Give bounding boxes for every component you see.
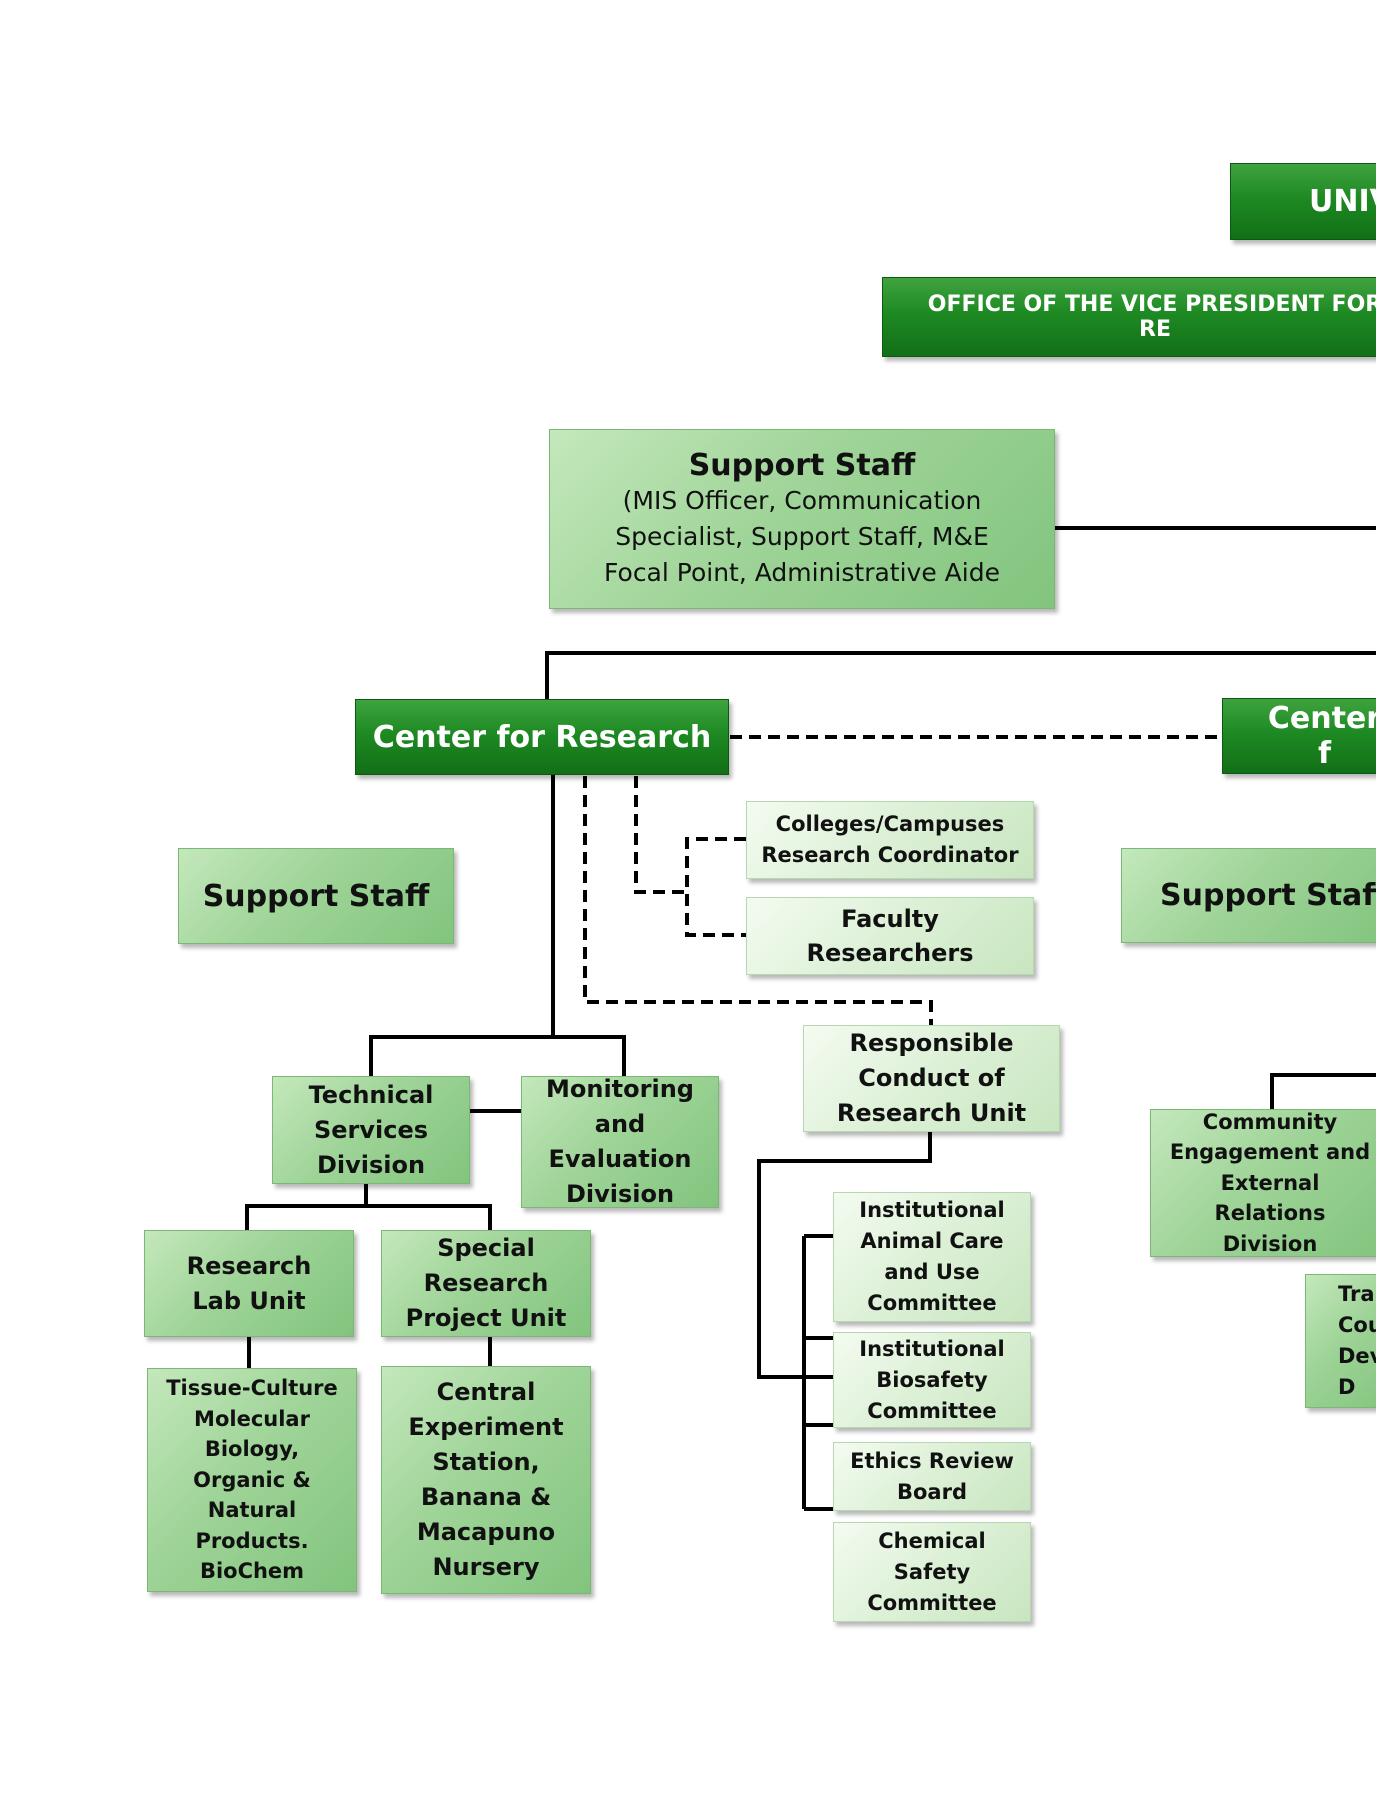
monitoring-evaluation-label: Monitoring and Evaluation Division [546,1076,694,1208]
central-experiment-label: Central Experiment Station, Banana & Mac… [408,1378,564,1581]
ethics-review-label: Ethics Review Board [850,1448,1014,1504]
support-staff-left-label: Support Staff [202,878,430,914]
support-staff-left-box: Support Staff [178,848,454,944]
colleges-coordinator-box: Colleges/Campuses Research Coordinator [746,801,1034,879]
faculty-researchers-box: Faculty Researchers [746,897,1034,975]
university-box: UNIV [1230,163,1376,240]
tissue-culture-label: Tissue-Culture Molecular Biology, Organi… [166,1376,338,1584]
top-support-staff-title: Support Staff [688,447,916,483]
technical-services-box: Technical Services Division [272,1076,470,1184]
monitoring-evaluation-box: Monitoring and Evaluation Division [521,1076,719,1208]
center-for-research-box: Center for Research [355,699,729,775]
university-label: UNIV [1309,184,1376,219]
center-right-label: Center f [1267,701,1376,771]
special-research-label: Special Research Project Unit [405,1234,567,1332]
connector-community [1270,1073,1376,1110]
colleges-coordinator-label: Colleges/Campuses Research Coordinator [761,812,1019,867]
center-right-box: Center f [1222,698,1376,774]
community-engagement-label: Community Engagement and External Relati… [1169,1109,1371,1256]
dashed-coordinators [634,776,690,894]
research-lab-unit-label: Research Lab Unit [186,1251,312,1315]
rcr-unit-box: Responsible Conduct of Research Unit [803,1025,1060,1132]
central-experiment-box: Central Experiment Station, Banana & Mac… [381,1366,591,1594]
support-staff-right-box: Support Staff [1121,848,1376,943]
community-engagement-box: Community Engagement and External Relati… [1150,1109,1376,1257]
top-support-staff-box: Support Staff (MIS Officer, Communicatio… [549,429,1055,609]
ethics-review-box: Ethics Review Board [833,1442,1031,1511]
ovp-label: OFFICE OF THE VICE PRESIDENT FOR RE [927,292,1376,342]
center-for-research-label: Center for Research [372,719,712,755]
animal-care-box: Institutional Animal Care and Use Commit… [833,1192,1031,1322]
technical-services-label: Technical Services Division [308,1080,434,1179]
chemical-safety-box: Chemical Safety Committee [833,1522,1031,1622]
ovp-box: OFFICE OF THE VICE PRESIDENT FOR RE [882,277,1376,357]
animal-care-label: Institutional Animal Care and Use Commit… [859,1198,1005,1315]
connector-divisions-bar [369,1035,626,1077]
dashed-rcr [583,776,933,1028]
chemical-safety-label: Chemical Safety Committee [867,1528,997,1615]
biosafety-box: Institutional Biosafety Committee [833,1332,1031,1428]
training-division-box: Trai Cou Deve D [1305,1274,1376,1408]
special-research-box: Special Research Project Unit [381,1230,591,1337]
rcr-unit-label: Responsible Conduct of Research Unit [836,1029,1027,1127]
connector-units-bar [245,1204,492,1232]
training-division-label: Trai Cou Deve D [1338,1282,1376,1399]
connector-rcr-committees [757,1131,932,1379]
support-staff-right-label: Support Staff [1160,878,1376,913]
dashed-coord-branch [685,837,746,937]
top-support-staff-details: (MIS Officer, Communication Specialist, … [604,485,1000,587]
biosafety-label: Institutional Biosafety Committee [859,1336,1005,1423]
research-lab-unit-box: Research Lab Unit [144,1230,354,1337]
faculty-researchers-label: Faculty Researchers [806,905,974,967]
tissue-culture-box: Tissue-Culture Molecular Biology, Organi… [147,1368,357,1592]
